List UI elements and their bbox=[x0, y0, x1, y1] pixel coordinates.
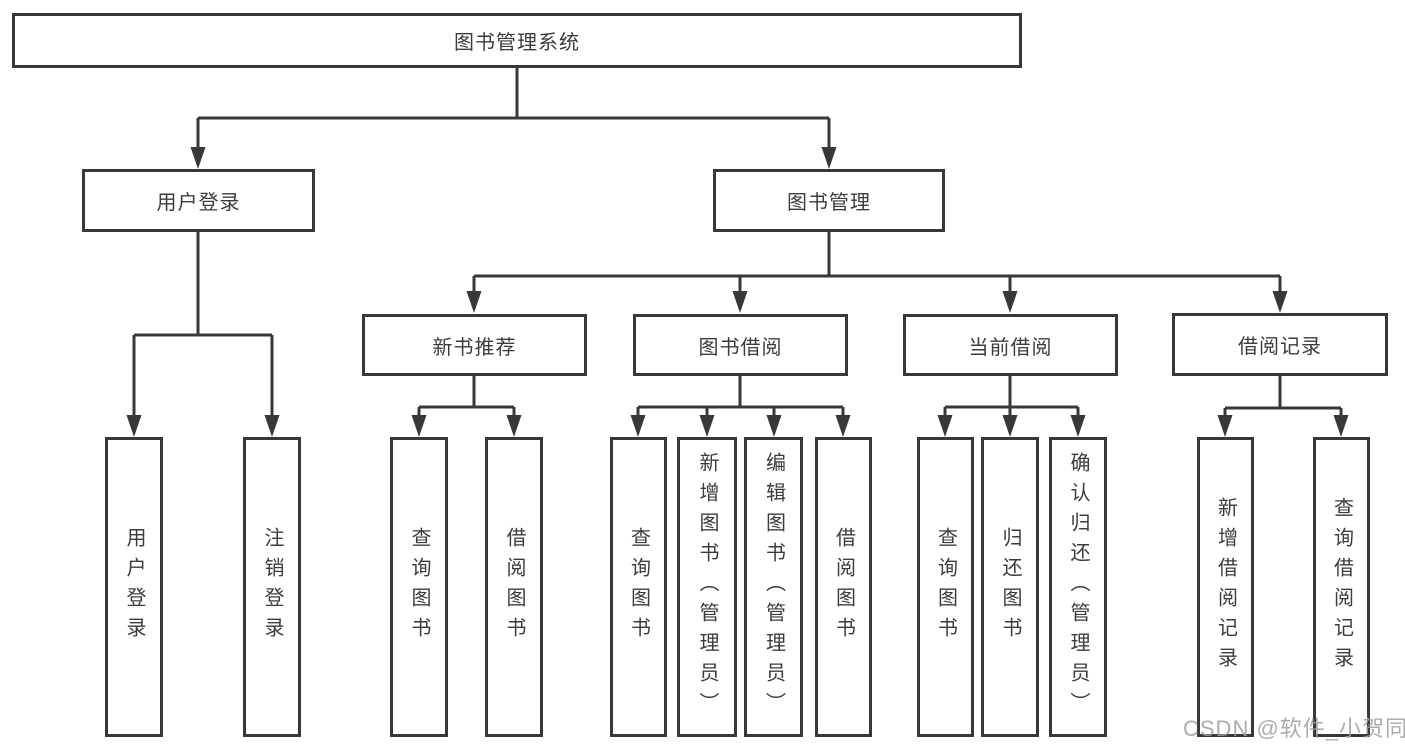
node-user-login: 用户登录 bbox=[82, 169, 315, 232]
leaf-return-books: 归还图书 bbox=[981, 437, 1039, 737]
watermark: CSDN @软件_小贺同学 bbox=[1183, 716, 1405, 741]
leaf-confirm-return-admin: 确认归还（管理员） bbox=[1049, 437, 1107, 737]
node-current-borrowing: 当前借阅 bbox=[903, 314, 1118, 376]
leaf-borrow-books-recommend: 借阅图书 bbox=[485, 437, 543, 737]
leaf-add-borrow-record: 新增借阅记录 bbox=[1197, 437, 1254, 737]
leaf-edit-books-admin: 编辑图书（管理员） bbox=[744, 437, 803, 737]
node-book-management: 图书管理 bbox=[713, 169, 945, 232]
leaf-query-books-borrowing: 查询图书 bbox=[610, 437, 667, 737]
arrowheads bbox=[126, 147, 1349, 437]
node-library-system: 图书管理系统 bbox=[12, 13, 1022, 68]
node-borrowing-records: 借阅记录 bbox=[1172, 313, 1388, 376]
leaf-query-books-recommend: 查询图书 bbox=[390, 437, 448, 737]
leaf-query-borrow-record: 查询借阅记录 bbox=[1313, 437, 1370, 737]
leaf-query-books-current: 查询图书 bbox=[917, 437, 974, 737]
leaf-logout: 注销登录 bbox=[243, 437, 301, 737]
node-book-borrowing: 图书借阅 bbox=[633, 314, 848, 376]
leaf-user-login: 用户登录 bbox=[105, 437, 163, 737]
node-new-book-recommendation: 新书推荐 bbox=[362, 314, 587, 376]
leaf-add-books-admin: 新增图书（管理员） bbox=[677, 437, 737, 737]
leaf-borrow-books: 借阅图书 bbox=[815, 437, 872, 737]
